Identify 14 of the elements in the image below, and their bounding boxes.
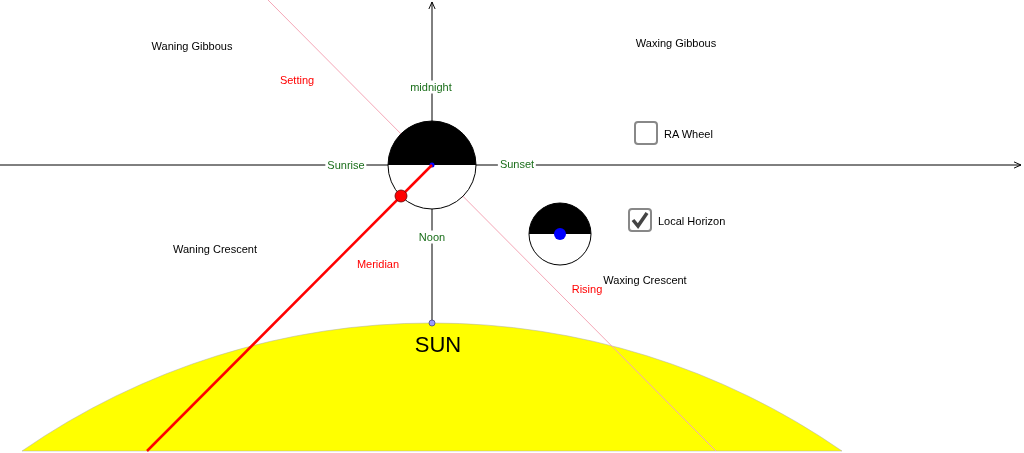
- sun-label: SUN: [413, 332, 463, 358]
- checkbox-label: Local Horizon: [656, 214, 728, 228]
- phase-label: Waxing Crescent: [601, 273, 689, 287]
- checkbox-label: RA Wheel: [662, 127, 715, 141]
- time-label: Noon: [416, 230, 448, 244]
- phase-label: Waxing Gibbous: [633, 36, 719, 50]
- line-label: Rising: [569, 282, 605, 296]
- time-label: Sunset: [497, 157, 537, 171]
- phase-label: Waning Crescent: [171, 242, 259, 256]
- line-label: Meridian: [354, 257, 402, 271]
- time-label: midnight: [408, 80, 454, 94]
- time-label: Sunrise: [325, 158, 367, 172]
- phase-label: Waning Gibbous: [149, 39, 235, 53]
- line-label: Setting: [277, 73, 317, 87]
